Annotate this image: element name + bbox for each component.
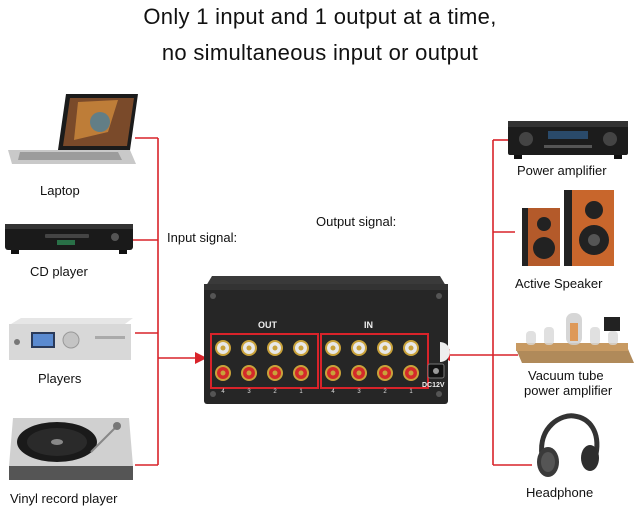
rca-jack-pin (408, 370, 414, 376)
output-wires (450, 139, 532, 466)
tube-amplifier-icon (516, 313, 634, 363)
port-number-out: 2 (273, 389, 277, 395)
rca-jack-pin (382, 370, 388, 376)
rca-jack-pin (220, 370, 226, 376)
rca-jack-pin (356, 345, 362, 351)
output-signal-label: Output signal: (316, 214, 397, 229)
port-number-in: 2 (383, 389, 387, 395)
input-signal-label: Input signal: (167, 230, 238, 245)
turntable-icon (9, 418, 133, 480)
output-label-headphone: Headphone (526, 485, 594, 500)
source-label-players: Players (38, 371, 82, 386)
rca-jack-pin (272, 370, 278, 376)
headphone-icon (537, 413, 600, 477)
cd-player-icon (5, 224, 133, 254)
output-label-tube-amp-line1: Vacuum tube (528, 368, 604, 383)
port-number-in: 3 (357, 389, 361, 395)
rca-jack-pin (330, 345, 336, 351)
output-label-active-speaker: Active Speaker (515, 276, 603, 291)
switch-box (204, 276, 450, 404)
power-label: DC12V (422, 382, 445, 389)
power-amplifier-icon (508, 121, 628, 159)
rca-jack-pin (246, 345, 252, 351)
headline-line-2: no simultaneous input or output (161, 40, 479, 65)
output-label-tube-amp-line2: power amplifier (524, 383, 613, 398)
port-number-in: 1 (409, 389, 413, 395)
rca-jack-pin (220, 345, 226, 351)
media-player-icon (9, 318, 133, 360)
out-section-label: OUT (258, 320, 277, 330)
speaker-icon (522, 190, 614, 266)
rca-jack-pin (356, 370, 362, 376)
output-label-power-amplifier: Power amplifier (517, 163, 607, 178)
rca-jack-pin (272, 345, 278, 351)
source-label-cd-player: CD player (30, 264, 88, 279)
rca-jack-pin (330, 370, 336, 376)
source-label-laptop: Laptop (40, 183, 80, 198)
input-wires (130, 137, 195, 466)
in-section-label: IN (364, 320, 373, 330)
port-number-out: 3 (247, 389, 251, 395)
rca-jack-pin (246, 370, 252, 376)
rca-jack-pin (298, 345, 304, 351)
rca-jack-pin (298, 370, 304, 376)
laptop-icon (8, 94, 138, 164)
headline-line-1: Only 1 input and 1 output at a time, (143, 4, 497, 29)
rca-jack-pin (382, 345, 388, 351)
rca-jack-pin (408, 345, 414, 351)
input-arrow-head (195, 352, 207, 364)
port-number-out: 1 (299, 389, 303, 395)
port-number-in: 4 (331, 389, 335, 395)
source-label-vinyl: Vinyl record player (10, 491, 118, 506)
rca-jacks: 4 3 2 1 4 3 2 1 (215, 340, 419, 395)
port-number-out: 4 (221, 389, 225, 395)
